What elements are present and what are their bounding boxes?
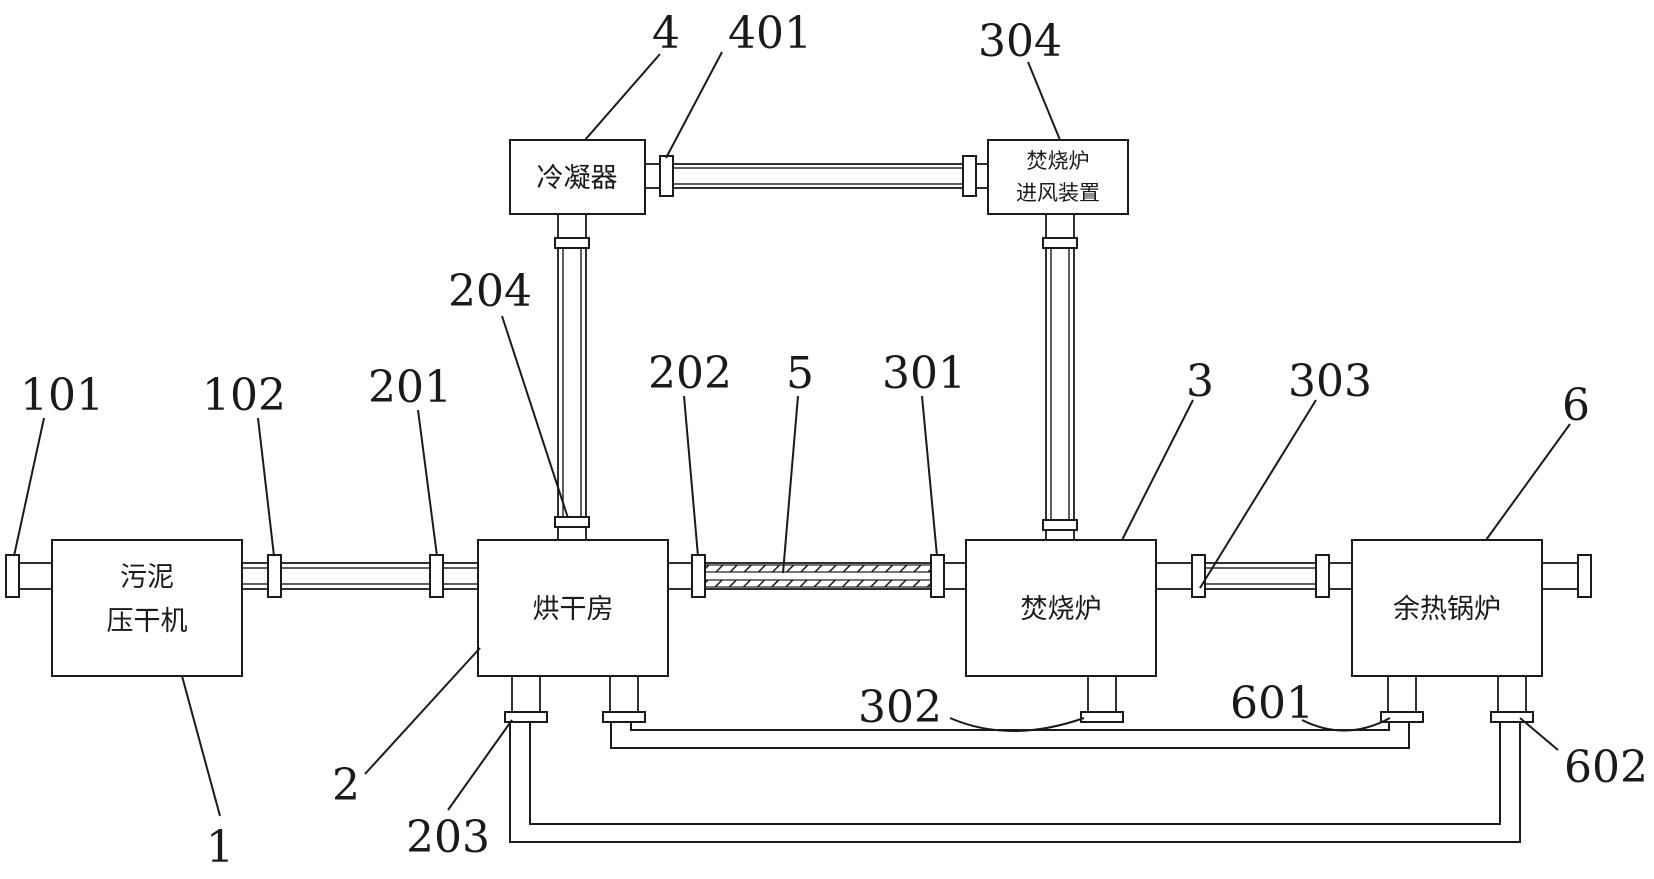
label-601: 601 xyxy=(1230,678,1314,729)
label-204: 204 xyxy=(448,266,532,317)
leader-lines xyxy=(13,51,1571,817)
reference-numerals: 101 102 201 204 202 5 301 3 303 6 4 401 … xyxy=(20,8,1648,873)
intake-label-line1: 焚烧炉 xyxy=(1027,149,1090,173)
flange-condenser-down xyxy=(554,237,590,249)
label-1: 1 xyxy=(206,822,234,873)
box-waste-heat-boiler: 余热锅炉 xyxy=(1351,539,1543,677)
leader-601 xyxy=(1301,717,1391,732)
leader-202 xyxy=(683,395,699,557)
flange-201 xyxy=(429,554,444,598)
box-incinerator-intake: 焚烧炉 进风装置 xyxy=(987,139,1129,215)
leader-302 xyxy=(949,717,1085,732)
dryer-bottom-stub-203 xyxy=(511,675,541,717)
return-loop-outer xyxy=(509,716,1521,843)
box-sludge-press: 污泥 压干机 xyxy=(51,539,243,677)
flange-dryer-bottom xyxy=(602,711,646,723)
label-102: 102 xyxy=(202,370,286,421)
label-304: 304 xyxy=(978,16,1062,67)
dryer-bottom-stub-2 xyxy=(609,675,639,717)
label-2: 2 xyxy=(332,760,360,811)
label-602: 602 xyxy=(1564,742,1648,793)
label-303: 303 xyxy=(1288,356,1372,407)
label-202: 202 xyxy=(648,348,732,399)
flange-303 xyxy=(1191,554,1206,598)
drying-room-label: 烘干房 xyxy=(533,594,614,625)
flange-incinerator-top xyxy=(1042,519,1078,531)
label-5: 5 xyxy=(786,348,814,399)
box-drying-room: 烘干房 xyxy=(477,539,669,677)
leader-204 xyxy=(501,315,569,519)
label-201: 201 xyxy=(368,362,452,413)
flange-102 xyxy=(267,554,282,598)
flange-intake-down xyxy=(1042,237,1078,249)
label-302: 302 xyxy=(858,682,942,733)
leader-4 xyxy=(584,53,661,141)
box-incinerator: 焚烧炉 xyxy=(965,539,1157,677)
label-203: 203 xyxy=(406,812,490,863)
conveyor-hatch-bottom xyxy=(699,579,939,588)
intake-label-line2: 进风装置 xyxy=(1016,181,1100,205)
flange-302 xyxy=(1080,711,1124,723)
incinerator-bottom-stub-302 xyxy=(1087,675,1117,717)
leader-602 xyxy=(1519,717,1559,751)
boiler-bottom-stub-601 xyxy=(1387,675,1417,717)
leader-3 xyxy=(1121,399,1194,541)
flange-101 xyxy=(5,554,20,598)
box-condenser: 冷凝器 xyxy=(509,139,646,215)
leader-102 xyxy=(257,417,275,557)
flange-boiler-in xyxy=(1315,554,1330,598)
dryer-condenser-pipe xyxy=(557,213,587,531)
leader-201 xyxy=(417,409,438,557)
leader-101 xyxy=(13,417,45,557)
label-4: 4 xyxy=(652,8,680,59)
flanges xyxy=(5,155,1592,723)
flange-304 xyxy=(962,155,977,197)
leader-5 xyxy=(782,395,799,574)
flange-601 xyxy=(1380,711,1424,723)
flange-401 xyxy=(659,155,674,197)
label-6: 6 xyxy=(1562,380,1590,431)
label-301: 301 xyxy=(882,348,966,399)
boiler-label: 余热锅炉 xyxy=(1393,594,1501,625)
sludge-press-label-line1: 污泥 xyxy=(120,562,174,593)
label-101: 101 xyxy=(20,370,104,421)
leader-2 xyxy=(364,647,481,775)
leader-1 xyxy=(181,675,221,817)
flange-204 xyxy=(554,516,590,528)
leader-6 xyxy=(1485,423,1571,541)
pipes xyxy=(11,163,1591,843)
intake-incinerator-pipe xyxy=(1045,213,1075,545)
leader-303 xyxy=(1199,399,1317,589)
leader-203 xyxy=(447,719,513,811)
flange-203 xyxy=(504,711,548,723)
sludge-press-label-line2: 压干机 xyxy=(107,606,188,637)
flange-301 xyxy=(930,554,945,598)
leader-304 xyxy=(1027,61,1061,141)
incinerator-label: 焚烧炉 xyxy=(1021,594,1102,625)
boiler-bottom-stub-602 xyxy=(1497,675,1527,717)
flange-602 xyxy=(1490,711,1534,723)
leader-301 xyxy=(921,395,938,557)
leader-401 xyxy=(665,51,723,159)
condenser-label: 冷凝器 xyxy=(537,163,618,194)
label-3: 3 xyxy=(1186,356,1214,407)
conveyor-hatch-top xyxy=(699,564,939,573)
flange-202 xyxy=(691,554,706,598)
flange-boiler-out xyxy=(1577,554,1592,598)
label-401: 401 xyxy=(728,8,812,59)
